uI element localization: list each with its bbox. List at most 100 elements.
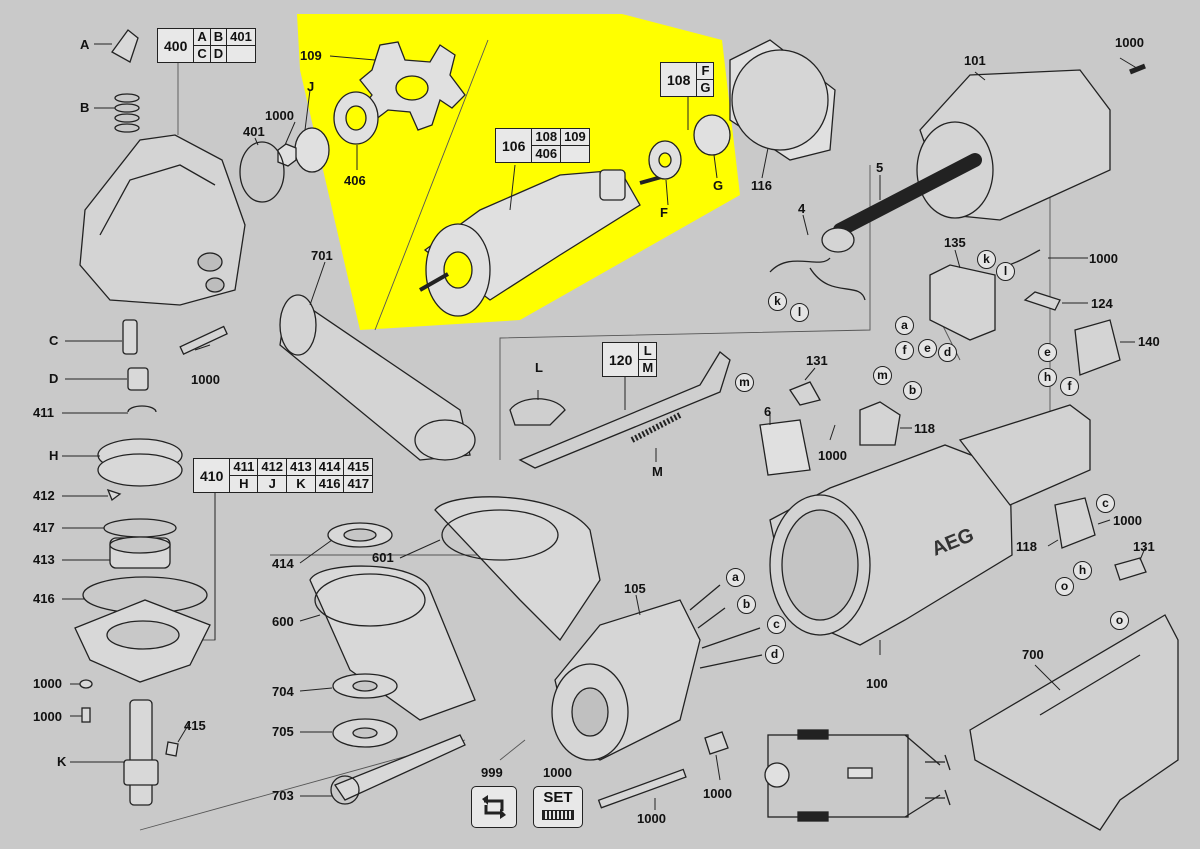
table-cell: 120 — [601, 342, 640, 377]
table-cell: 400 — [156, 28, 195, 63]
label-999: 999 — [481, 765, 503, 780]
label-700: 700 — [1022, 647, 1044, 662]
label-G: G — [713, 178, 724, 193]
table-cell: G — [696, 79, 715, 97]
label-703: 703 — [272, 788, 294, 803]
table-cell: 416 — [314, 475, 345, 493]
label-118-right: 118 — [1016, 539, 1037, 554]
table-cell: 108 — [531, 128, 562, 146]
label-100: 100 — [866, 676, 888, 691]
label-5: 5 — [876, 160, 884, 175]
label-1000-top-right: 1000 — [1115, 35, 1144, 50]
label-1000-long-bolt: 1000 — [637, 811, 666, 826]
label-118: 118 — [914, 421, 935, 436]
table-cell: C — [193, 45, 211, 63]
label-J: J — [307, 79, 315, 94]
callout-m-131: m — [735, 373, 754, 392]
callout-f-140: f — [1060, 377, 1079, 396]
callout-d-field: d — [765, 645, 784, 664]
label-A: A — [80, 37, 90, 52]
label-131-right: 131 — [1133, 539, 1155, 554]
label-4: 4 — [798, 201, 806, 216]
table-cell: 108 — [659, 62, 698, 97]
set-key-graphic — [542, 810, 574, 820]
callout-a-switch: a — [895, 316, 914, 335]
label-F: F — [660, 205, 668, 220]
callout-m-118: m — [873, 366, 892, 385]
callout-k-135: k — [977, 250, 996, 269]
label-1000-clip: 1000 — [703, 786, 732, 801]
reference-table-108: 108 F G — [659, 62, 715, 97]
callout-a-field: a — [726, 568, 745, 587]
callout-c-118: c — [1096, 494, 1115, 513]
table-cell: K — [286, 475, 316, 493]
label-1000-left-1: 1000 — [33, 676, 62, 691]
label-109: 109 — [300, 48, 322, 63]
table-cell: 414 — [314, 458, 345, 476]
table-cell: M — [638, 359, 658, 377]
label-1000-118: 1000 — [818, 448, 847, 463]
label-417: 417 — [33, 520, 55, 535]
label-412: 412 — [33, 488, 55, 503]
set-text: SET — [543, 789, 573, 806]
table-cell: 406 — [531, 145, 562, 163]
callout-e-switch: e — [918, 339, 937, 358]
label-D: D — [49, 371, 59, 386]
rotate-arrow-icon — [471, 786, 517, 828]
label-B: B — [80, 100, 90, 115]
callout-l-cable: l — [790, 303, 809, 322]
table-cell: 106 — [494, 128, 533, 163]
set-key-icon: SET — [533, 786, 583, 828]
reference-table-410: 410 411 412 413 414 415 H J K 416 417 — [192, 458, 374, 493]
label-705: 705 — [272, 724, 294, 739]
table-cell: 413 — [286, 458, 316, 476]
label-124: 124 — [1091, 296, 1113, 311]
label-131: 131 — [806, 353, 828, 368]
label-116: 116 — [751, 178, 772, 193]
callout-l-135: l — [996, 262, 1015, 281]
label-401: 401 — [243, 124, 265, 139]
table-cell: L — [638, 342, 658, 360]
label-C: C — [49, 333, 59, 348]
label-704: 704 — [272, 684, 294, 699]
table-cell: 411 — [229, 458, 259, 476]
callout-c-field: c — [767, 615, 786, 634]
table-cell: 401 — [226, 28, 256, 46]
callout-h-118: h — [1073, 561, 1092, 580]
label-411: 411 — [33, 405, 54, 420]
label-L: L — [535, 360, 543, 375]
table-cell: H — [229, 475, 259, 493]
table-cell: F — [696, 62, 715, 80]
table-cell: B — [209, 28, 228, 46]
table-cell — [560, 145, 590, 163]
callout-d-switch: d — [938, 343, 957, 362]
label-140: 140 — [1138, 334, 1160, 349]
label-701: 701 — [311, 248, 333, 263]
table-cell: 410 — [192, 458, 231, 493]
callout-b-118: b — [903, 381, 922, 400]
label-1000-screw: 1000 — [1089, 251, 1118, 266]
label-416: 416 — [33, 591, 55, 606]
table-cell: J — [257, 475, 288, 493]
table-cell: 417 — [343, 475, 374, 493]
callout-f-switch: f — [895, 341, 914, 360]
label-105: 105 — [624, 581, 646, 596]
table-cell — [226, 45, 256, 63]
label-1000-left-2: 1000 — [33, 709, 62, 724]
table-cell: D — [209, 45, 228, 63]
callout-k-cable: k — [768, 292, 787, 311]
label-101: 101 — [964, 53, 986, 68]
label-1000-right-bottom: 1000 — [1113, 513, 1142, 528]
table-cell: A — [193, 28, 211, 46]
label-415: 415 — [184, 718, 206, 733]
callout-o-131: o — [1110, 611, 1129, 630]
table-cell: 415 — [343, 458, 374, 476]
table-cell: 412 — [257, 458, 288, 476]
callout-h-140: h — [1038, 368, 1057, 387]
label-M: M — [652, 464, 663, 479]
label-6: 6 — [764, 404, 772, 419]
label-413: 413 — [33, 552, 55, 567]
label-1000-set: 1000 — [543, 765, 572, 780]
